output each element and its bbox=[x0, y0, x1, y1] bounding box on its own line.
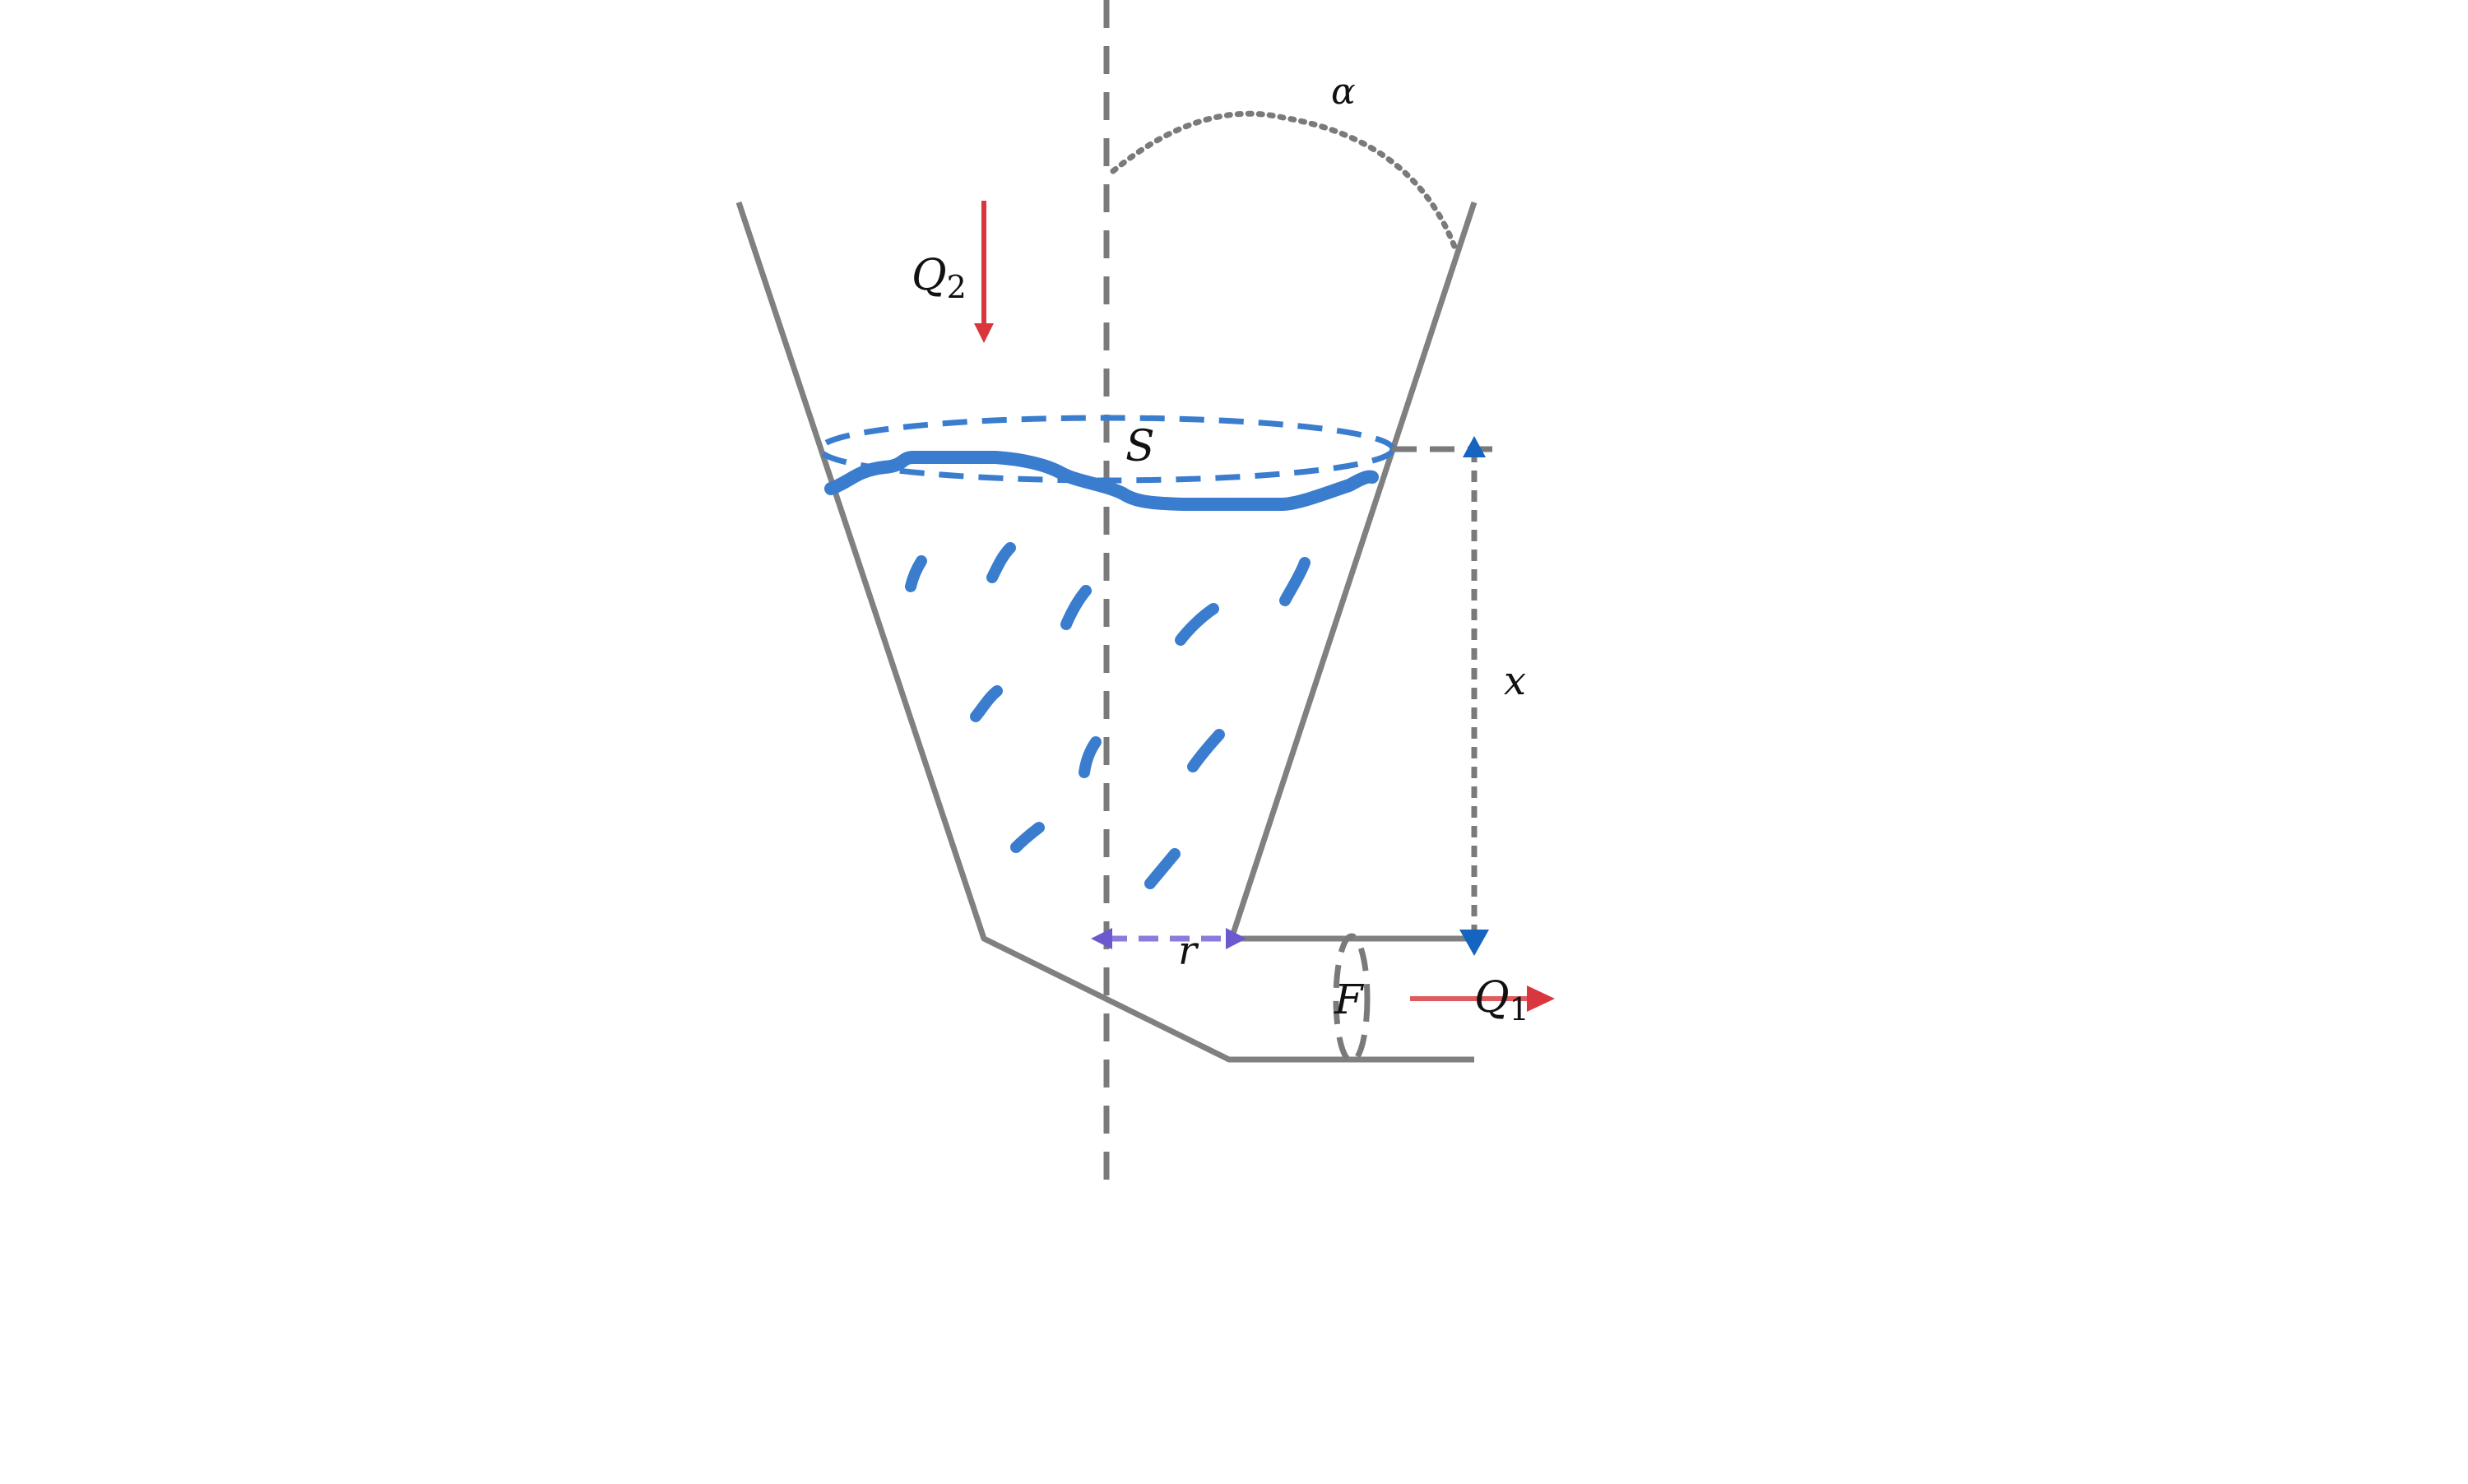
angle-alpha-arc bbox=[1110, 110, 1459, 254]
water-mark bbox=[1187, 729, 1225, 772]
radius-arrowhead-right bbox=[1226, 928, 1246, 949]
radius-r-label: r bbox=[1178, 928, 1199, 974]
water-mark bbox=[970, 685, 1003, 722]
outlet-f-label: F bbox=[1334, 976, 1365, 1023]
height-arrowhead-bottom bbox=[1459, 930, 1489, 956]
water-mark bbox=[905, 555, 927, 592]
outflow-arrowhead bbox=[1527, 985, 1555, 1012]
water-surface-line bbox=[824, 451, 1379, 511]
q2-label: Q2 bbox=[912, 251, 967, 305]
q1-label: Q1 bbox=[1474, 973, 1529, 1027]
height-x-label: x bbox=[1504, 658, 1526, 704]
water-mark bbox=[1079, 736, 1102, 778]
water-mark bbox=[986, 542, 1016, 583]
water-mark bbox=[1060, 585, 1092, 630]
vessel-right-wall bbox=[1228, 201, 1478, 942]
surface-s-label: S bbox=[1125, 422, 1155, 471]
water-mark bbox=[1144, 848, 1181, 889]
water-mark bbox=[1279, 557, 1311, 606]
water-body-marks bbox=[905, 542, 1311, 889]
outlet-section-ellipse bbox=[1333, 933, 1371, 1064]
water-mark bbox=[1010, 822, 1045, 853]
alpha-label: α bbox=[1331, 71, 1356, 113]
height-arrowhead-top bbox=[1463, 436, 1486, 457]
water-mark bbox=[1175, 603, 1219, 646]
vessel-left-wall bbox=[735, 201, 1474, 1063]
radius-arrowhead-left bbox=[1091, 928, 1112, 949]
